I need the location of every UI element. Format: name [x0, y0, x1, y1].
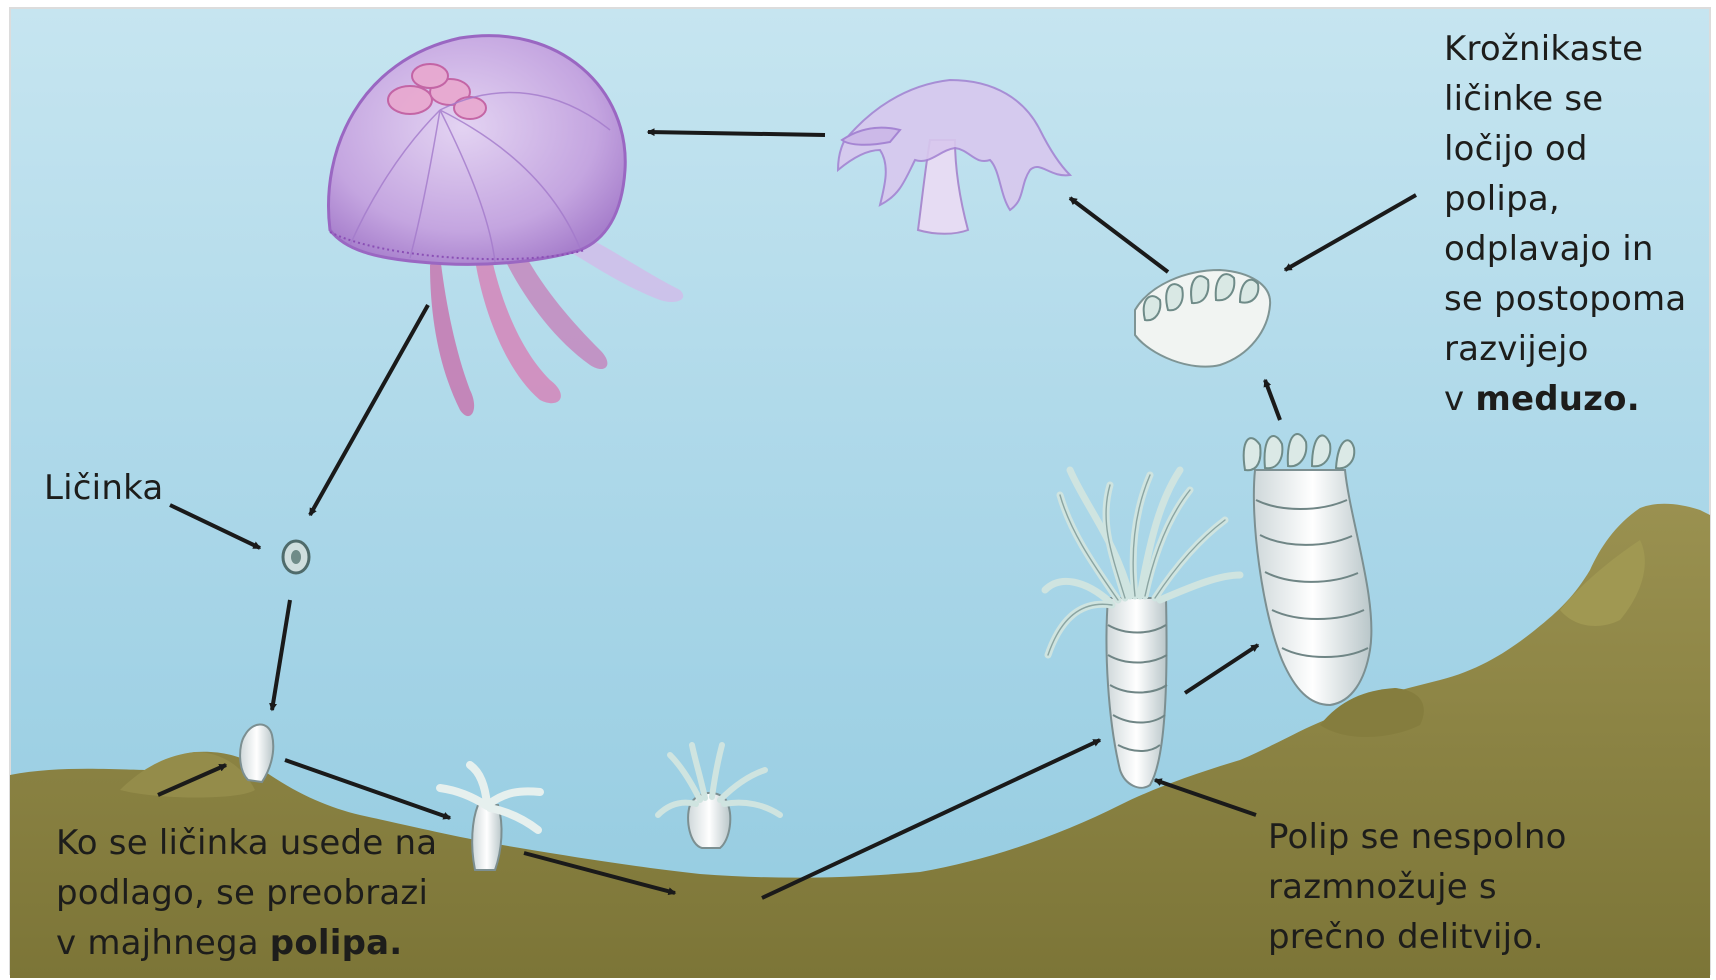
label-ephyra: Krožnikaste ličinke se ločijo od polipa,… [1444, 24, 1686, 424]
label-settle-line-2: podlago, se preobrazi [56, 868, 437, 918]
label-settle-line-3: v majhnega polipa. [56, 918, 437, 968]
label-ephyra-line-5: odplavajo in [1444, 224, 1686, 274]
label-ephyra-line-7: razvijejo [1444, 324, 1686, 374]
label-ephyra-bold-term: meduzo. [1475, 379, 1640, 419]
label-settle-line-3-text: v majhnega [56, 923, 270, 963]
label-ephyra-line-8: v meduzo. [1444, 374, 1686, 424]
label-polyp-line-3: prečno delitvijo. [1268, 912, 1567, 962]
label-polyp-fission: Polip se nespolno razmnožuje s prečno de… [1268, 812, 1567, 962]
label-larva: Ličinka [44, 463, 163, 513]
label-ephyra-line-1: Krožnikaste [1444, 24, 1686, 74]
label-ephyra-line-4: polipa, [1444, 174, 1686, 224]
label-settle-line-1: Ko se ličinka usede na [56, 818, 437, 868]
label-settle-bold-term: polipa. [270, 923, 403, 963]
label-ephyra-line-8-text: v [1444, 379, 1475, 419]
free-larva [283, 541, 309, 573]
label-settling-larva: Ko se ličinka usede na podlago, se preob… [56, 818, 437, 968]
label-polyp-line-2: razmnožuje s [1268, 862, 1567, 912]
label-larva-text: Ličinka [44, 468, 163, 508]
label-ephyra-line-2: ličinke se [1444, 74, 1686, 124]
label-ephyra-line-3: ločijo od [1444, 124, 1686, 174]
label-ephyra-line-6: se postopoma [1444, 274, 1686, 324]
young-polyp-body [472, 805, 501, 870]
label-polyp-line-1: Polip se nespolno [1268, 812, 1567, 862]
